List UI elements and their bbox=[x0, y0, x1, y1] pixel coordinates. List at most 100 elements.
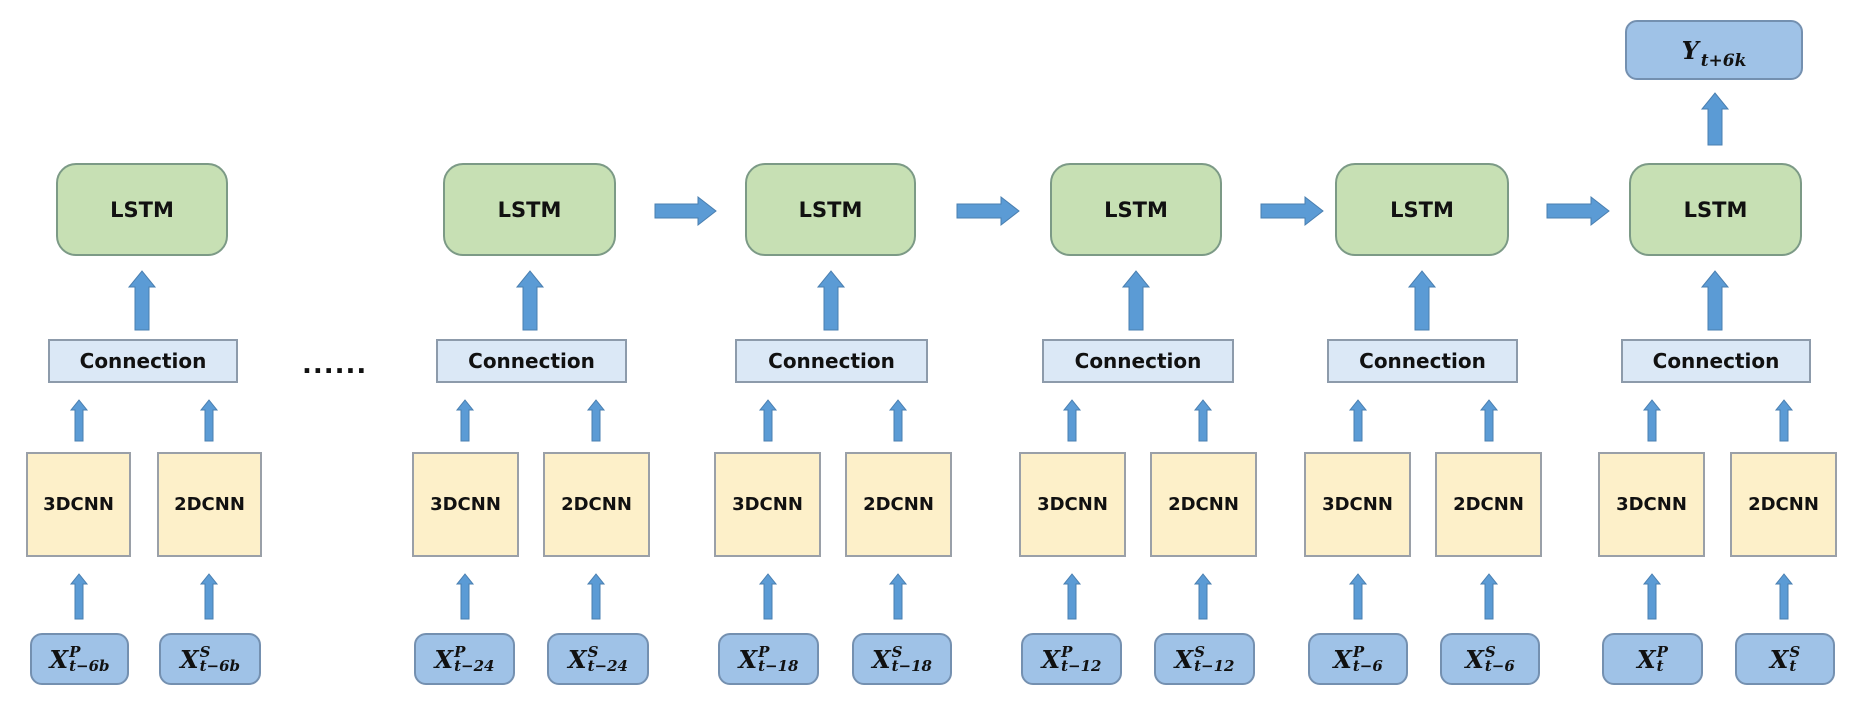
input-s-label-base: X bbox=[872, 644, 891, 674]
input-s-label-base: X bbox=[1465, 644, 1484, 674]
input-p-label-subscript: t−18 bbox=[758, 657, 799, 675]
input-p-label-base: X bbox=[1333, 644, 1352, 674]
connection-to-lstm-arrow bbox=[515, 270, 545, 331]
cnn3d-label: 3DCNN bbox=[43, 494, 114, 515]
cnn3d-node: 3DCNN bbox=[412, 452, 519, 557]
input-p-label-superscript: P bbox=[1352, 642, 1365, 661]
ellipsis: ...... bbox=[302, 350, 368, 380]
input-s-label-base: X bbox=[1769, 644, 1789, 674]
lstm-label: LSTM bbox=[1104, 197, 1168, 222]
cnn2d-to-connection-arrow bbox=[199, 399, 219, 442]
cnn2d-node: 2DCNN bbox=[1150, 452, 1257, 557]
connection-label: Connection bbox=[768, 349, 895, 373]
lstm-to-output-arrow bbox=[1700, 92, 1730, 146]
lstm-node: LSTM bbox=[56, 163, 228, 256]
input-s-to-cnn2d-arrow bbox=[1193, 573, 1213, 620]
connection-label: Connection bbox=[468, 349, 595, 373]
input-p-label-subscript: t−12 bbox=[1061, 657, 1102, 675]
connection-to-lstm-arrow bbox=[1121, 270, 1151, 331]
connection-to-lstm-arrow bbox=[127, 270, 157, 331]
cnn3d-node: 3DCNN bbox=[714, 452, 821, 557]
input-p-to-cnn3d-arrow bbox=[758, 573, 778, 620]
cnn3d-to-connection-arrow bbox=[1642, 399, 1662, 442]
connection-node: Connection bbox=[1621, 339, 1811, 383]
connection-to-lstm-arrow bbox=[1700, 270, 1730, 331]
lstm-to-lstm-arrow bbox=[956, 195, 1020, 227]
input-p-label-base: X bbox=[434, 644, 454, 674]
output-subscript: t+6k bbox=[1700, 50, 1747, 71]
input-s-to-cnn2d-arrow bbox=[1479, 573, 1499, 620]
input-s-label-subscript: t−6b bbox=[199, 657, 241, 675]
input-s-to-cnn2d-arrow bbox=[586, 573, 606, 620]
cnn3d-to-connection-arrow bbox=[1062, 399, 1082, 442]
input-p-to-cnn3d-arrow bbox=[1642, 573, 1662, 620]
input-p-to-cnn3d-arrow bbox=[69, 573, 89, 620]
cnn2d-to-connection-arrow bbox=[888, 399, 908, 442]
input-p-to-cnn3d-arrow bbox=[1348, 573, 1368, 620]
input-p-label-superscript: P bbox=[1061, 642, 1073, 661]
lstm-label: LSTM bbox=[110, 197, 174, 222]
input-p-label-subscript: t−6 bbox=[1352, 657, 1383, 675]
cnn3d-to-connection-arrow bbox=[455, 399, 475, 442]
cnn3d-label: 3DCNN bbox=[732, 494, 803, 515]
input-p-to-cnn3d-arrow bbox=[455, 573, 475, 620]
cnn3d-node: 3DCNN bbox=[1598, 452, 1705, 557]
cnn3d-label: 3DCNN bbox=[1616, 494, 1687, 515]
cnn3d-to-connection-arrow bbox=[69, 399, 89, 442]
connection-to-lstm-arrow bbox=[816, 270, 846, 331]
cnn2d-node: 2DCNN bbox=[543, 452, 650, 557]
lstm-label: LSTM bbox=[798, 197, 863, 222]
input-s-label-subscript: t−12 bbox=[1194, 657, 1235, 675]
output-label: Y t+6k bbox=[1682, 36, 1747, 71]
cnn3d-to-connection-arrow bbox=[758, 399, 778, 442]
input-s-label-base: X bbox=[568, 644, 587, 674]
cnn2d-node: 2DCNN bbox=[1730, 452, 1837, 557]
cnn2d-node: 2DCNN bbox=[157, 452, 262, 557]
connection-node: Connection bbox=[1042, 339, 1234, 383]
input-p-label-superscript: P bbox=[69, 642, 81, 661]
lstm-node: LSTM bbox=[745, 163, 916, 256]
cnn2d-label: 2DCNN bbox=[1168, 494, 1239, 515]
lstm-node: LSTM bbox=[1050, 163, 1222, 256]
input-p-label-subscript: t bbox=[1656, 657, 1664, 675]
connection-node: Connection bbox=[48, 339, 238, 383]
input-p-label-base: X bbox=[1041, 644, 1061, 674]
input-p-label-subscript: t−6b bbox=[69, 657, 110, 675]
cnn2d-to-connection-arrow bbox=[1479, 399, 1499, 442]
input-s-label-subscript: t−24 bbox=[587, 657, 628, 675]
input-s-to-cnn2d-arrow bbox=[199, 573, 219, 620]
connection-label: Connection bbox=[79, 349, 207, 373]
input-s-label-superscript: S bbox=[1194, 642, 1205, 661]
cnn2d-to-connection-arrow bbox=[1774, 399, 1794, 442]
input-s-label-base: X bbox=[179, 644, 199, 674]
input-s-label-subscript: t bbox=[1789, 657, 1797, 675]
cnn3d-node: 3DCNN bbox=[1019, 452, 1126, 557]
